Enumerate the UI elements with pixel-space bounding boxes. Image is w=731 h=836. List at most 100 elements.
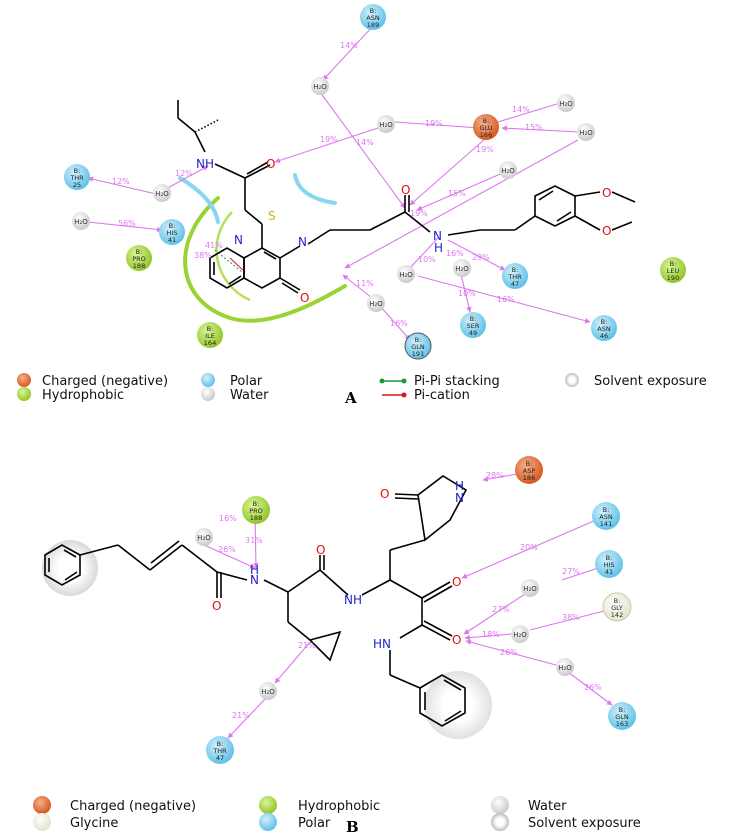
atom-label: O: [602, 224, 611, 238]
svg-text:21%: 21%: [298, 641, 316, 650]
svg-text:B:: B:: [136, 248, 143, 256]
svg-text:41%: 41%: [205, 241, 223, 250]
water-molecules-a: H₂O H₂O H₂O H₂O H₂O H₂O H₂O H₂O H₂O H₂O: [72, 77, 595, 312]
svg-text:B:: B:: [619, 706, 626, 714]
atom-label: O: [212, 599, 221, 613]
svg-text:26%: 26%: [584, 683, 602, 692]
svg-text:H₂O: H₂O: [559, 100, 573, 108]
water-sphere: H₂O: [521, 579, 539, 597]
atom-label: HN: [373, 637, 391, 651]
svg-text:19%: 19%: [425, 119, 443, 128]
svg-text:H₂O: H₂O: [399, 271, 413, 279]
svg-text:H₂O: H₂O: [455, 265, 469, 273]
svg-text:THR: THR: [69, 174, 84, 182]
svg-text:28%: 28%: [486, 471, 504, 480]
legend-item-charged-negative: Charged (negative): [17, 373, 168, 389]
legend-item-hydrophobic: Hydrophobic: [17, 387, 124, 403]
ligand-a: [177, 100, 636, 294]
svg-text:HIS: HIS: [604, 561, 615, 569]
svg-text:Solvent exposure: Solvent exposure: [594, 374, 707, 389]
svg-text:B:: B:: [370, 7, 377, 15]
svg-text:SER: SER: [467, 322, 480, 330]
svg-text:19%: 19%: [476, 145, 494, 154]
svg-text:GLY: GLY: [611, 604, 623, 612]
svg-text:HIS: HIS: [167, 229, 178, 237]
atom-label: S: [268, 209, 276, 223]
atom-label: H: [250, 563, 259, 577]
svg-text:H₂O: H₂O: [513, 631, 527, 639]
svg-text:46: 46: [600, 332, 608, 340]
svg-text:15%: 15%: [448, 189, 466, 198]
atom-label: O: [316, 543, 325, 557]
legend-item-solvent: Solvent exposure: [491, 813, 641, 831]
svg-text:B:: B:: [483, 117, 490, 125]
svg-text:Hydrophobic: Hydrophobic: [298, 799, 380, 814]
hbond-lines-b: [203, 473, 613, 739]
svg-text:26%: 26%: [500, 648, 518, 657]
atom-label: N: [298, 235, 307, 249]
svg-text:H₂O: H₂O: [197, 534, 211, 542]
svg-text:ILE: ILE: [205, 332, 215, 340]
water-sphere: H₂O: [499, 161, 517, 179]
svg-text:B:: B:: [601, 318, 608, 326]
svg-text:188: 188: [133, 262, 145, 270]
water-sphere: H₂O: [397, 265, 415, 283]
svg-text:H₂O: H₂O: [501, 167, 515, 175]
svg-text:29%: 29%: [472, 253, 490, 262]
svg-text:B:: B:: [217, 740, 224, 748]
atom-label: O: [266, 157, 275, 171]
water-sphere: H₂O: [311, 77, 329, 95]
svg-text:14%: 14%: [340, 41, 358, 50]
svg-text:GLN: GLN: [615, 713, 629, 721]
atom-label: O: [452, 633, 461, 647]
legend-item-water: Water: [491, 796, 567, 814]
svg-text:B:: B:: [415, 336, 422, 344]
svg-text:10%: 10%: [418, 255, 436, 264]
svg-text:B:: B:: [253, 500, 260, 508]
legend-item-glycine: Glycine: [33, 813, 118, 831]
svg-text:B:: B:: [512, 266, 519, 274]
svg-text:THR: THR: [507, 273, 522, 281]
svg-text:H₂O: H₂O: [558, 664, 572, 672]
svg-text:14%: 14%: [512, 105, 530, 114]
svg-text:Solvent exposure: Solvent exposure: [528, 816, 641, 831]
svg-text:B:: B:: [74, 167, 81, 175]
svg-text:B:: B:: [207, 325, 214, 333]
svg-text:11%: 11%: [356, 279, 374, 288]
atom-label: O: [401, 183, 410, 197]
svg-text:19%: 19%: [320, 135, 338, 144]
svg-text:H₂O: H₂O: [74, 218, 88, 226]
atom-label: N: [234, 233, 243, 247]
svg-text:14%: 14%: [356, 138, 374, 147]
svg-text:12%: 12%: [175, 169, 193, 178]
legend-item-charged-negative: Charged (negative): [33, 796, 196, 814]
atom-label: H: [434, 241, 443, 255]
water-sphere: H₂O: [259, 682, 277, 700]
svg-text:THR: THR: [212, 747, 227, 755]
svg-text:164: 164: [204, 339, 216, 347]
water-sphere: H₂O: [453, 259, 471, 277]
atom-label: NH: [344, 593, 362, 607]
polar-contour: [178, 176, 220, 224]
svg-text:25: 25: [73, 181, 81, 189]
legend-a: Charged (negative) Hydrophobic Polar Wat…: [17, 373, 707, 403]
hydrophobic-contour: [215, 211, 251, 302]
svg-text:H₂O: H₂O: [155, 190, 169, 198]
atom-label: O: [602, 186, 611, 200]
svg-text:B:: B:: [603, 506, 610, 514]
svg-text:GLU: GLU: [479, 124, 492, 132]
svg-text:B:: B:: [670, 260, 677, 268]
legend-item-polar: Polar: [201, 373, 263, 389]
svg-text:Water: Water: [528, 799, 567, 814]
water-sphere: H₂O: [72, 212, 90, 230]
svg-text:38%: 38%: [562, 613, 580, 622]
